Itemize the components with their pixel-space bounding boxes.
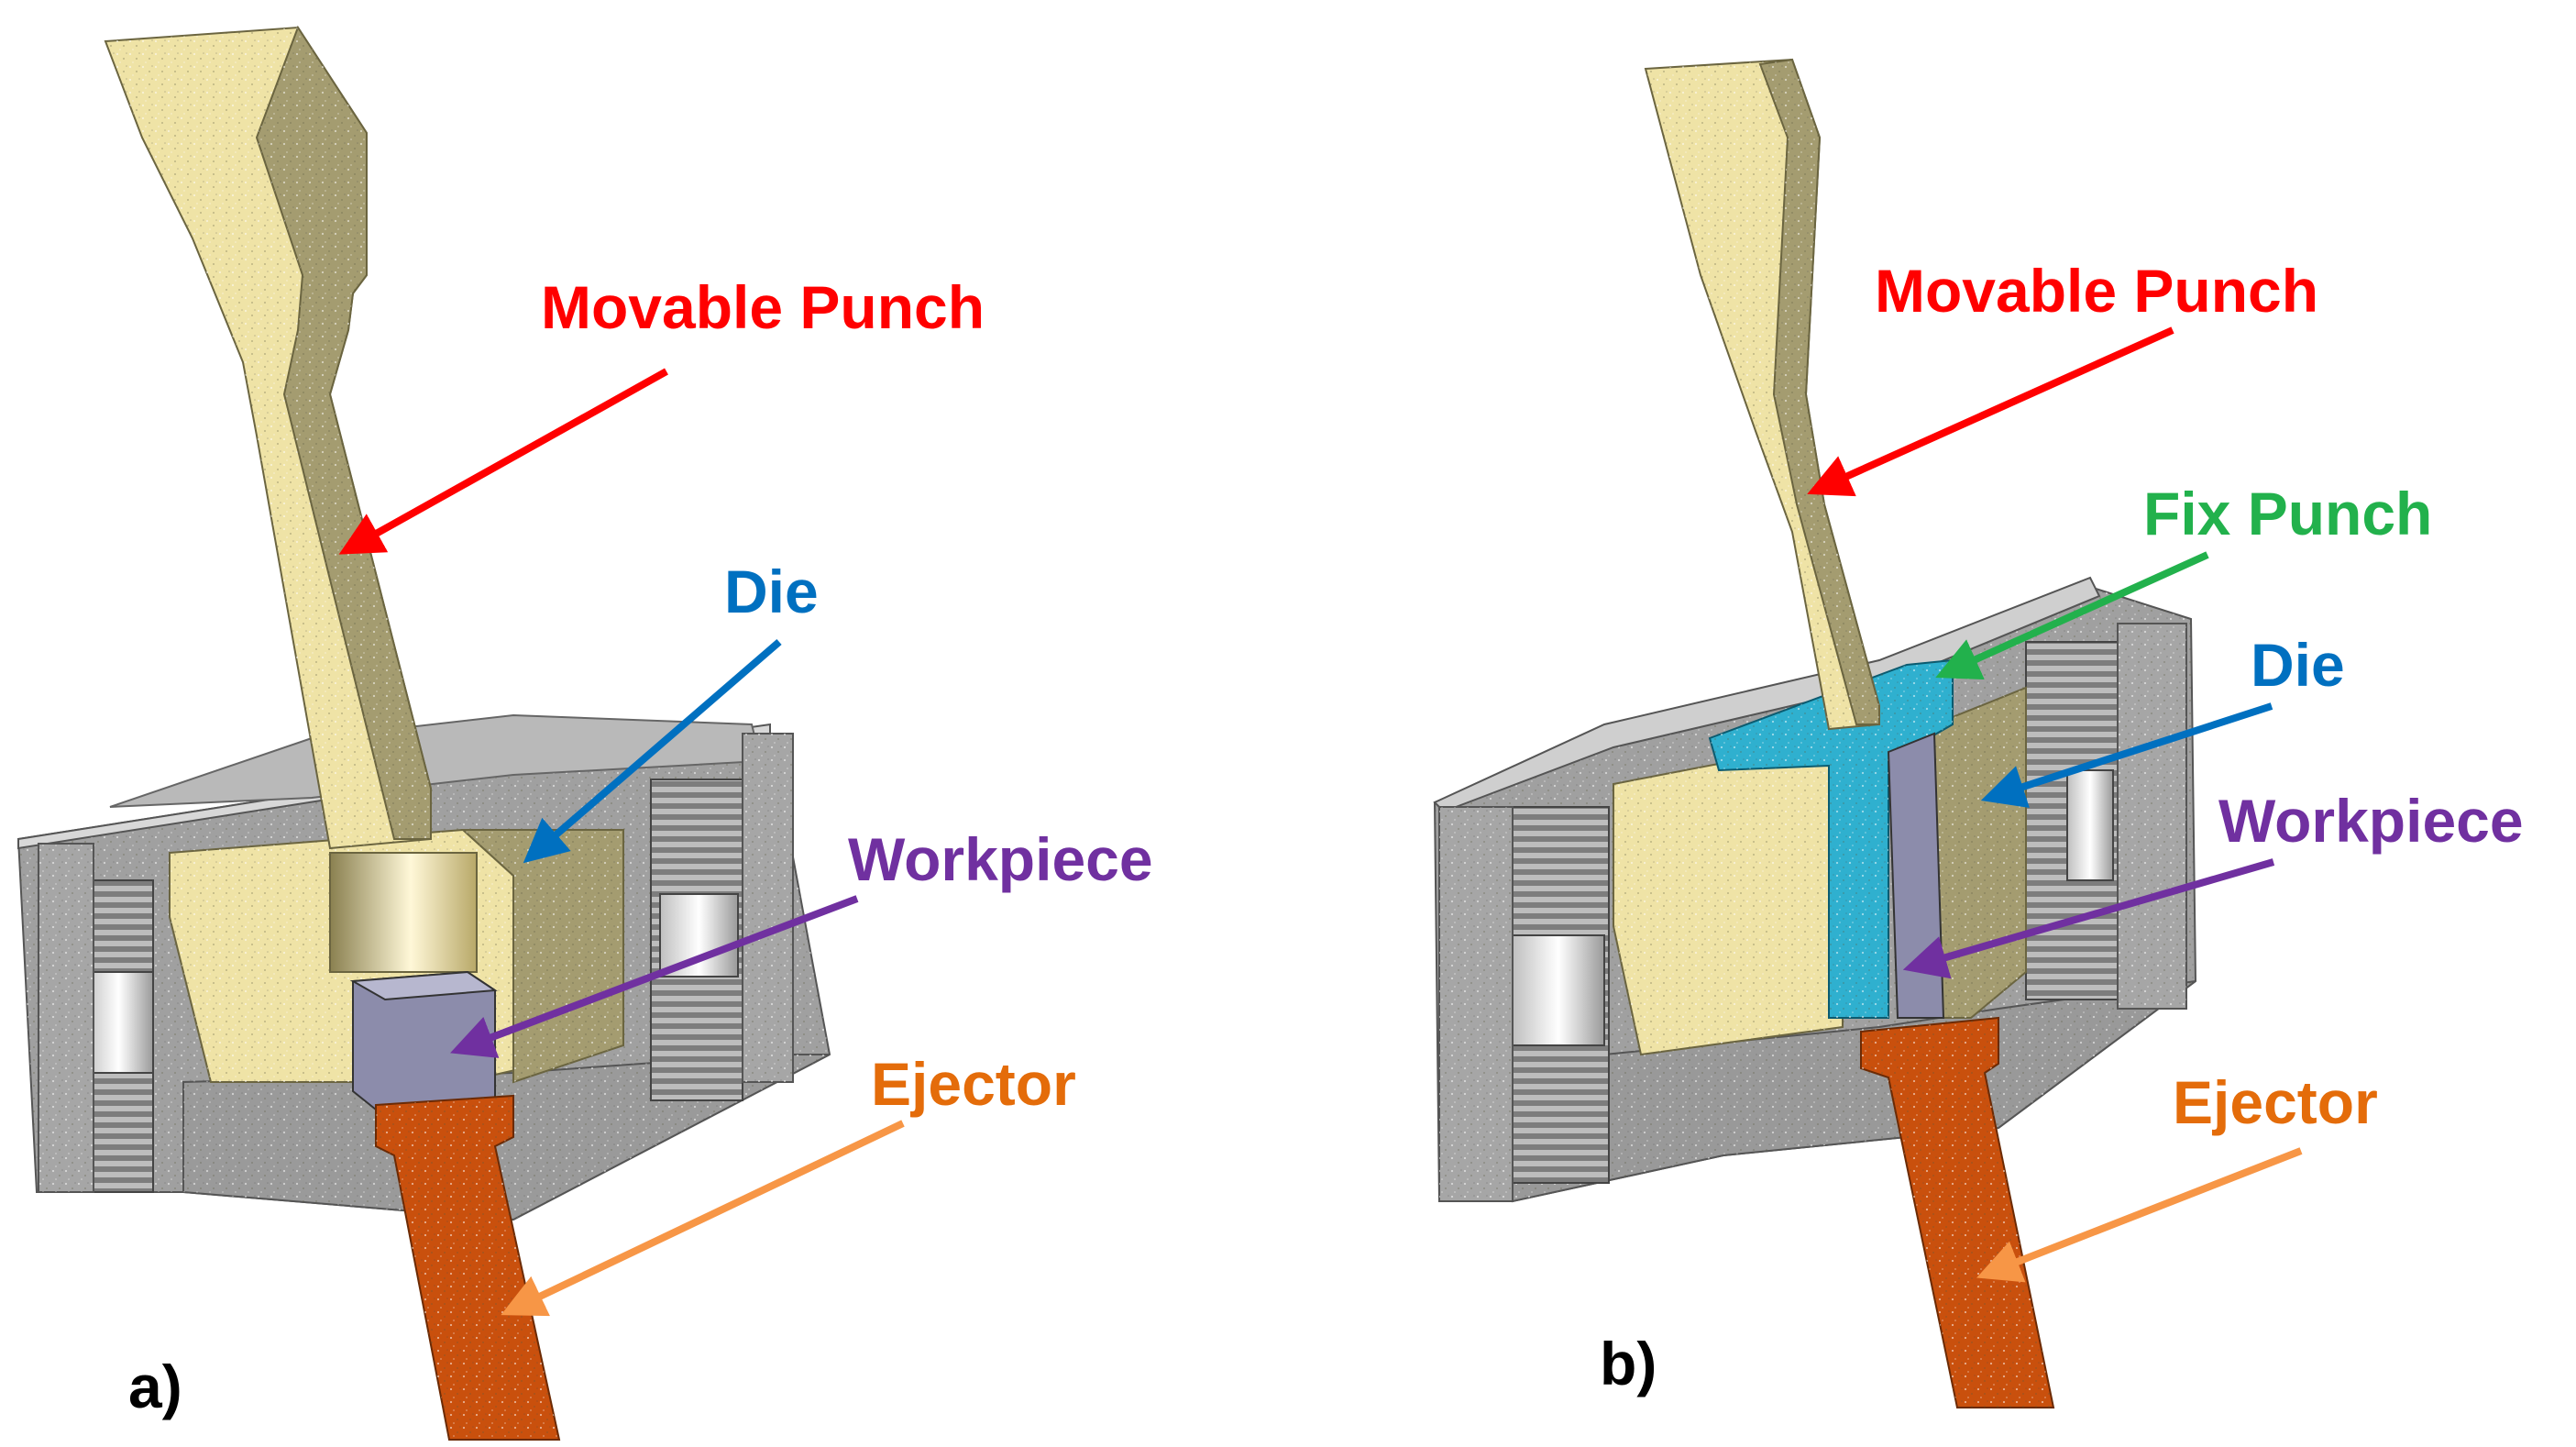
- arrow-workpiece-a: [450, 895, 859, 1058]
- arrow-movable-punch-a: [338, 368, 668, 555]
- workpiece-a: [349, 970, 498, 1111]
- bolt-left-b: [1438, 806, 1610, 1202]
- label-movable-punch-a: Movable Punch: [541, 273, 985, 341]
- arrow-fix-punch-b: [1935, 551, 2209, 680]
- arrow-movable-punch-b: [1807, 326, 2174, 497]
- annotation-ejector-b: Ejector: [1976, 1068, 2378, 1283]
- annotation-movable-punch-a: Movable Punch: [338, 273, 985, 555]
- panel-a: Movable Punch Die Workpiece Ejector a): [17, 25, 1153, 1441]
- annotation-die-b: Die: [1980, 631, 2345, 808]
- die-block-a: [169, 829, 624, 1084]
- annotation-fix-punch-b: Fix Punch: [1935, 480, 2432, 680]
- arrow-die-a: [523, 638, 782, 864]
- die-block-b: [1613, 686, 2027, 1056]
- label-ejector-a: Ejector: [871, 1050, 1076, 1118]
- arrow-workpiece-b: [1902, 858, 2275, 979]
- bolt-left-a: [38, 843, 154, 1193]
- ejector-b: [1860, 1016, 2055, 1408]
- label-movable-punch-b: Movable Punch: [1875, 257, 2318, 325]
- arrow-ejector-b: [1976, 1147, 2303, 1283]
- annotation-workpiece-a: Workpiece: [450, 825, 1153, 1058]
- label-die-b: Die: [2251, 631, 2345, 699]
- arrow-ejector-a: [501, 1120, 905, 1317]
- panel-b: Movable Punch Fix Punch Die Workpiece Ej…: [1433, 58, 2524, 1408]
- label-fix-punch-b: Fix Punch: [2143, 480, 2432, 547]
- bolt-right-b: [2025, 623, 2187, 1010]
- panel-tag-b: b): [1600, 1330, 1657, 1397]
- label-ejector-b: Ejector: [2173, 1068, 2378, 1136]
- panel-tag-a: a): [128, 1353, 182, 1420]
- annotation-workpiece-b: Workpiece: [1902, 787, 2524, 979]
- movable-punch-a: [104, 25, 432, 850]
- movable-punch-b: [1644, 58, 1880, 731]
- arrow-die-b: [1980, 702, 2273, 808]
- annotation-die-a: Die: [523, 558, 819, 864]
- label-workpiece-b: Workpiece: [2218, 787, 2524, 855]
- annotation-ejector-a: Ejector: [501, 1050, 1076, 1317]
- workpiece-b: [1887, 732, 1945, 1019]
- annotation-movable-punch-b: Movable Punch: [1807, 257, 2318, 497]
- ejector-a: [375, 1094, 561, 1441]
- label-die-a: Die: [724, 558, 819, 625]
- bolt-right-a: [650, 733, 794, 1101]
- label-workpiece-a: Workpiece: [848, 825, 1153, 893]
